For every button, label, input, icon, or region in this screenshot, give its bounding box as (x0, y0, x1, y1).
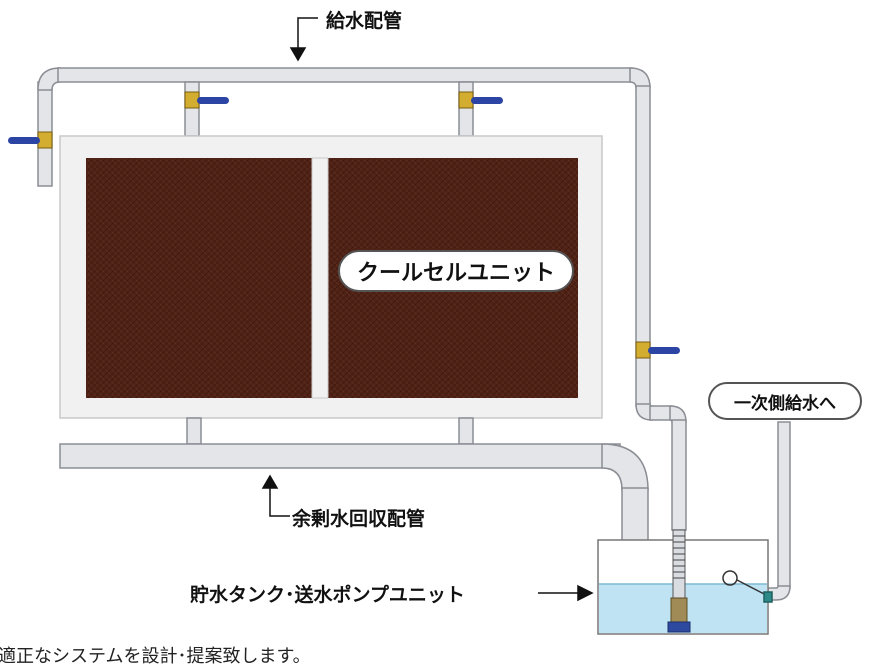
label-cool-cell-unit: クールセルユニット (338, 250, 574, 292)
valve-right (635, 341, 680, 359)
cell-pad-left (86, 158, 312, 398)
valve-mid-left (184, 91, 229, 109)
arrow-supply (289, 17, 318, 62)
primary-supply-pipe (767, 421, 791, 601)
pump (667, 529, 691, 633)
arrow-overflow (261, 474, 290, 517)
overflow-pipe (59, 417, 649, 557)
label-supply-pipe: 給水配管 (326, 10, 403, 32)
valve-mid-right (458, 91, 503, 109)
caption-text: 適正なシステムを設計･提案致します。 (0, 646, 311, 667)
label-overflow-pipe: 余剰水回収配管 (292, 508, 426, 530)
valve-left (8, 131, 53, 149)
label-tank-unit: 貯水タンク･送水ポンプユニット (190, 584, 465, 606)
arrow-tank (538, 584, 594, 602)
float-valve (722, 570, 773, 603)
label-primary-supply: 一次側給水へ (708, 382, 862, 420)
